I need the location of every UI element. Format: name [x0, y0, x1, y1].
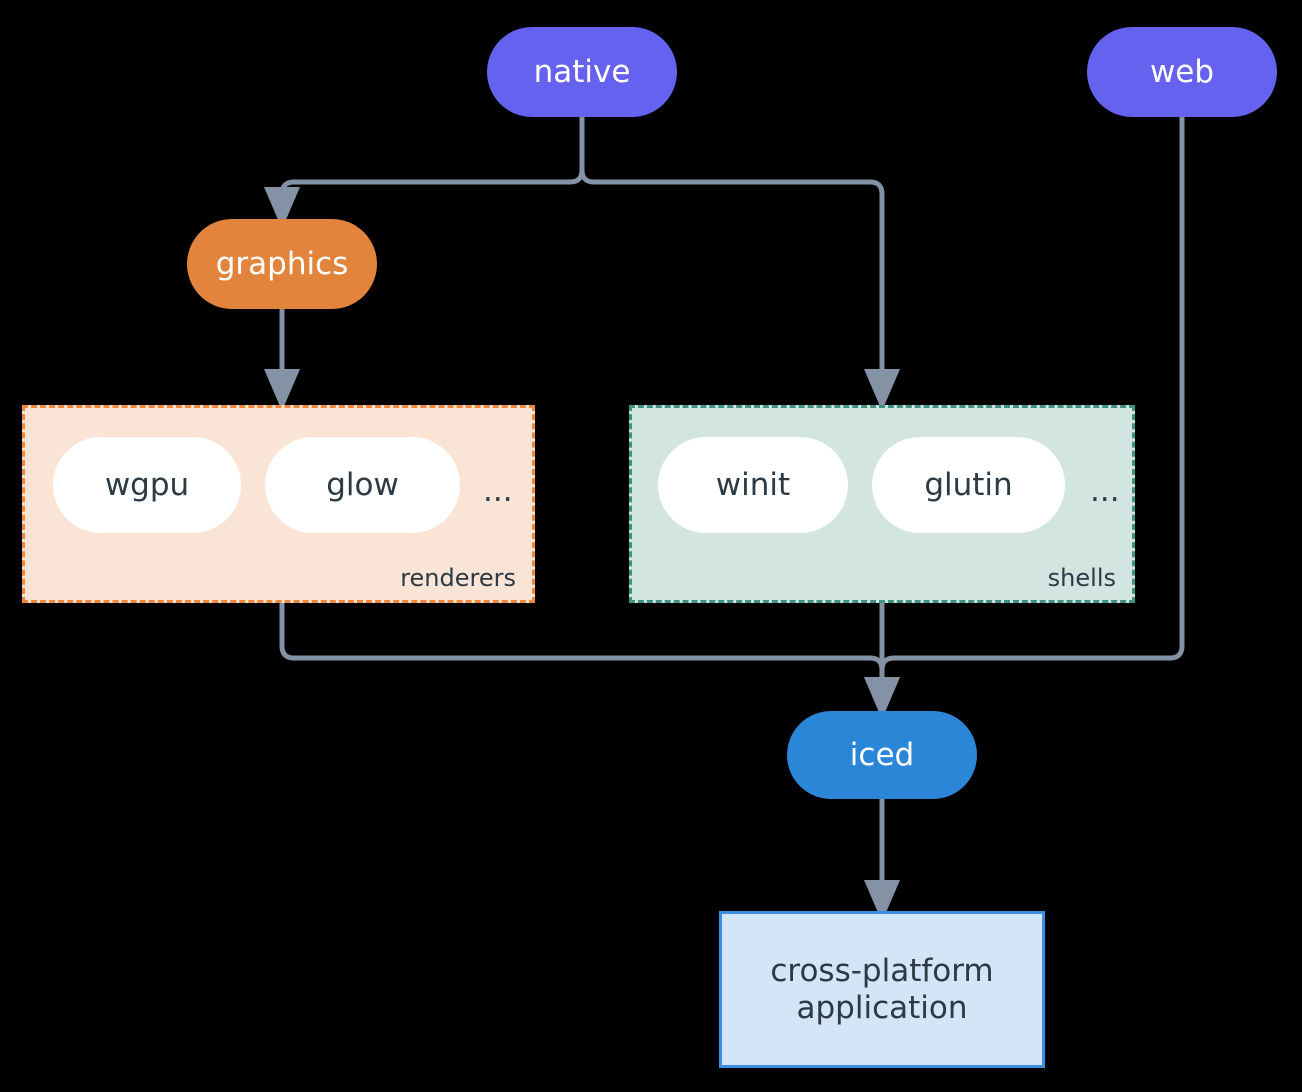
renderers-overflow-ellipsis: ... — [483, 473, 513, 509]
leaf-glow-label: glow — [326, 467, 399, 503]
node-native-label: native — [533, 53, 631, 90]
node-web[interactable]: web — [1087, 27, 1277, 117]
node-application-label-line2: application — [796, 989, 968, 1026]
edge-renderers-to-iced — [279, 600, 900, 720]
node-iced-label: iced — [849, 736, 915, 773]
leaf-wgpu[interactable]: wgpu — [53, 437, 241, 533]
leaf-glutin[interactable]: glutin — [872, 437, 1065, 533]
group-renderers: wgpu glow ... renderers — [22, 405, 535, 603]
node-graphics-label: graphics — [215, 245, 349, 282]
group-shells-label: shells — [1047, 564, 1116, 592]
leaf-glutin-label: glutin — [924, 467, 1013, 503]
node-web-label: web — [1149, 53, 1215, 90]
node-application-label-line1: cross-platform — [770, 952, 994, 989]
edge-native-to-graphics — [263, 114, 585, 230]
edge-web-to-iced — [863, 114, 1185, 720]
group-renderers-label: renderers — [400, 564, 516, 592]
leaf-glow[interactable]: glow — [265, 437, 460, 533]
node-application[interactable]: cross-platform application — [719, 911, 1045, 1068]
node-graphics[interactable]: graphics — [187, 219, 377, 309]
edge-native-to-shells — [579, 114, 900, 412]
group-shells: winit glutin ... shells — [629, 405, 1135, 603]
node-iced[interactable]: iced — [787, 711, 977, 799]
node-native[interactable]: native — [487, 27, 677, 117]
leaf-wgpu-label: wgpu — [104, 467, 190, 503]
shells-overflow-ellipsis: ... — [1090, 473, 1120, 509]
leaf-winit[interactable]: winit — [658, 437, 848, 533]
leaf-winit-label: winit — [715, 467, 791, 503]
